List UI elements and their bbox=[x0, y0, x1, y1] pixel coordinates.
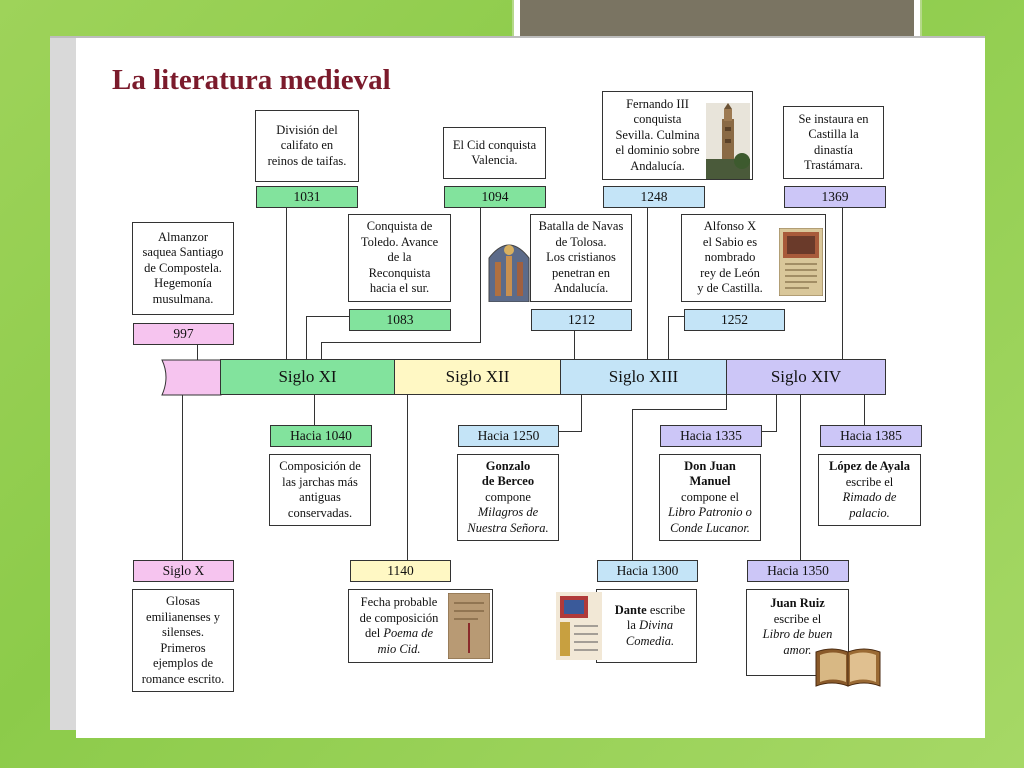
year-label-1248: 1248 bbox=[603, 186, 705, 208]
dante-manuscript-image bbox=[556, 592, 602, 660]
year-label-997: 997 bbox=[133, 323, 234, 345]
year-label-1083: 1083 bbox=[349, 309, 451, 331]
frame-line bbox=[920, 0, 922, 40]
year-label-hacia-1335: Hacia 1335 bbox=[660, 425, 762, 447]
year-label-hacia-1040: Hacia 1040 bbox=[270, 425, 372, 447]
connector bbox=[668, 316, 684, 317]
year-label-1140: 1140 bbox=[350, 560, 451, 582]
connector bbox=[321, 342, 481, 343]
slide-shadow bbox=[50, 36, 985, 38]
connector bbox=[581, 395, 582, 431]
year-label-hacia-1250: Hacia 1250 bbox=[458, 425, 559, 447]
connector bbox=[668, 316, 669, 359]
century-band-xii: Siglo XII bbox=[394, 359, 561, 395]
connector bbox=[407, 395, 408, 560]
connector bbox=[632, 409, 633, 560]
connector bbox=[776, 395, 777, 431]
year-label-hacia-1300: Hacia 1300 bbox=[597, 560, 698, 582]
connector bbox=[726, 395, 727, 409]
stained-glass-window-image bbox=[488, 244, 530, 302]
connector bbox=[314, 395, 315, 425]
year-label-1369: 1369 bbox=[784, 186, 886, 208]
connector bbox=[306, 316, 350, 317]
year-label-1031: 1031 bbox=[256, 186, 358, 208]
manuscript-image bbox=[779, 228, 823, 296]
connector bbox=[632, 409, 727, 410]
year-label-1252: 1252 bbox=[684, 309, 785, 331]
connector bbox=[306, 316, 307, 359]
header-dark-bar bbox=[520, 0, 914, 36]
connector bbox=[480, 208, 481, 342]
frame-line bbox=[512, 0, 514, 40]
century-band-xi: Siglo XI bbox=[220, 359, 395, 395]
connector bbox=[842, 208, 843, 359]
year-label-1212: 1212 bbox=[531, 309, 632, 331]
connector bbox=[762, 431, 777, 432]
connector bbox=[197, 344, 198, 360]
connector bbox=[574, 331, 575, 359]
century-band-xiii: Siglo XIII bbox=[560, 359, 727, 395]
open-book-image bbox=[815, 648, 881, 687]
year-label-siglo-x: Siglo X bbox=[133, 560, 234, 582]
year-label-hacia-1350: Hacia 1350 bbox=[747, 560, 849, 582]
connector bbox=[559, 431, 582, 432]
page-title: La literatura medieval bbox=[112, 64, 391, 96]
giralda-tower-image bbox=[706, 103, 750, 179]
year-label-1094: 1094 bbox=[444, 186, 546, 208]
timeline-start-flag bbox=[161, 359, 222, 396]
connector bbox=[647, 208, 648, 359]
century-band-xiv: Siglo XIV bbox=[726, 359, 886, 395]
connector bbox=[286, 208, 287, 359]
year-label-hacia-1385: Hacia 1385 bbox=[820, 425, 922, 447]
connector bbox=[800, 395, 801, 560]
parchment-image bbox=[448, 593, 490, 659]
connector bbox=[321, 342, 322, 359]
connector bbox=[864, 395, 865, 425]
connector bbox=[182, 395, 183, 560]
